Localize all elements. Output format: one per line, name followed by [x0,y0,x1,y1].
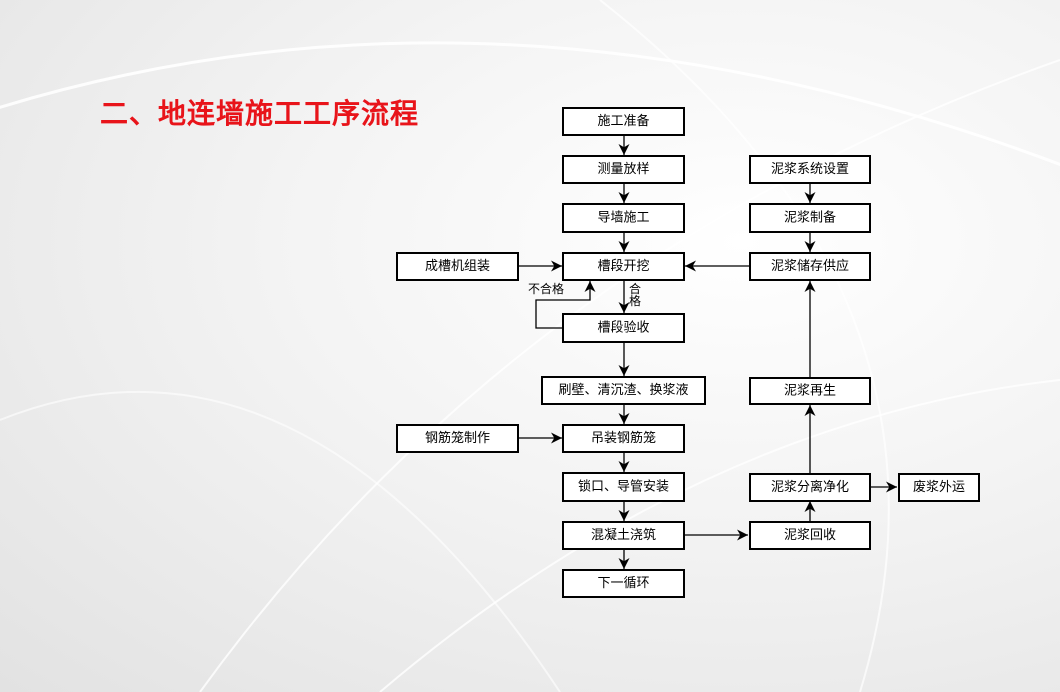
node-lock-pipe: 锁口、导管安装 [562,472,685,502]
node-label: 泥浆回收 [784,528,836,543]
node-slurry-make: 泥浆制备 [749,203,871,233]
node-label: 成槽机组装 [425,259,490,274]
node-waste-removal: 废浆外运 [898,473,980,502]
node-label: 泥浆储存供应 [771,258,849,274]
node-label: 锁口、导管安装 [578,479,669,495]
slide-title: 二、地连墙施工工序流程 [100,97,420,130]
connectors [519,135,897,569]
node-clean: 刷壁、清沉渣、换浆液 [541,376,706,405]
node-survey: 测量放样 [562,155,685,184]
node-label: 槽段验收 [597,320,649,336]
node-label: 废浆外运 [913,479,965,495]
node-slurry-recovery: 泥浆回收 [749,521,871,550]
node-label: 泥浆系统设置 [771,162,849,177]
label-fail: 不合格 [528,281,564,296]
node-next-cycle: 下一循环 [562,569,685,598]
node-label: 槽段开挖 [597,259,649,274]
node-label: 下一循环 [597,576,649,591]
node-label: 泥浆制备 [784,210,836,226]
node-hoist-cage: 吊装钢筋笼 [562,424,685,453]
node-excavate: 槽段开挖 [562,252,685,281]
label-pass-2: 格 [629,293,641,308]
node-label: 吊装钢筋笼 [591,430,656,446]
node-slurry-setup: 泥浆系统设置 [749,155,871,184]
node-label: 泥浆分离净化 [771,479,849,495]
node-pour: 混凝土浇筑 [562,521,685,550]
node-label: 导墙施工 [597,211,649,226]
node-cage-fabrication: 钢筋笼制作 [396,424,519,453]
node-label: 施工准备 [597,113,649,129]
node-prep: 施工准备 [562,107,685,136]
node-label: 混凝土浇筑 [591,527,656,543]
label-pass-1: 合 [629,281,641,296]
node-label: 测量放样 [597,162,649,177]
node-slurry-separation: 泥浆分离净化 [749,473,871,502]
node-label: 刷壁、清沉渣、换浆液 [558,383,688,398]
node-label: 泥浆再生 [784,384,836,399]
arrow-fail-loop [535,281,596,329]
node-inspect: 槽段验收 [562,313,685,343]
node-guide-wall: 导墙施工 [562,203,685,233]
node-slurry-regen: 泥浆再生 [749,377,871,405]
node-label: 钢筋笼制作 [425,430,490,446]
node-machine-assembly: 成槽机组装 [396,252,519,281]
node-slurry-supply: 泥浆储存供应 [749,252,871,281]
